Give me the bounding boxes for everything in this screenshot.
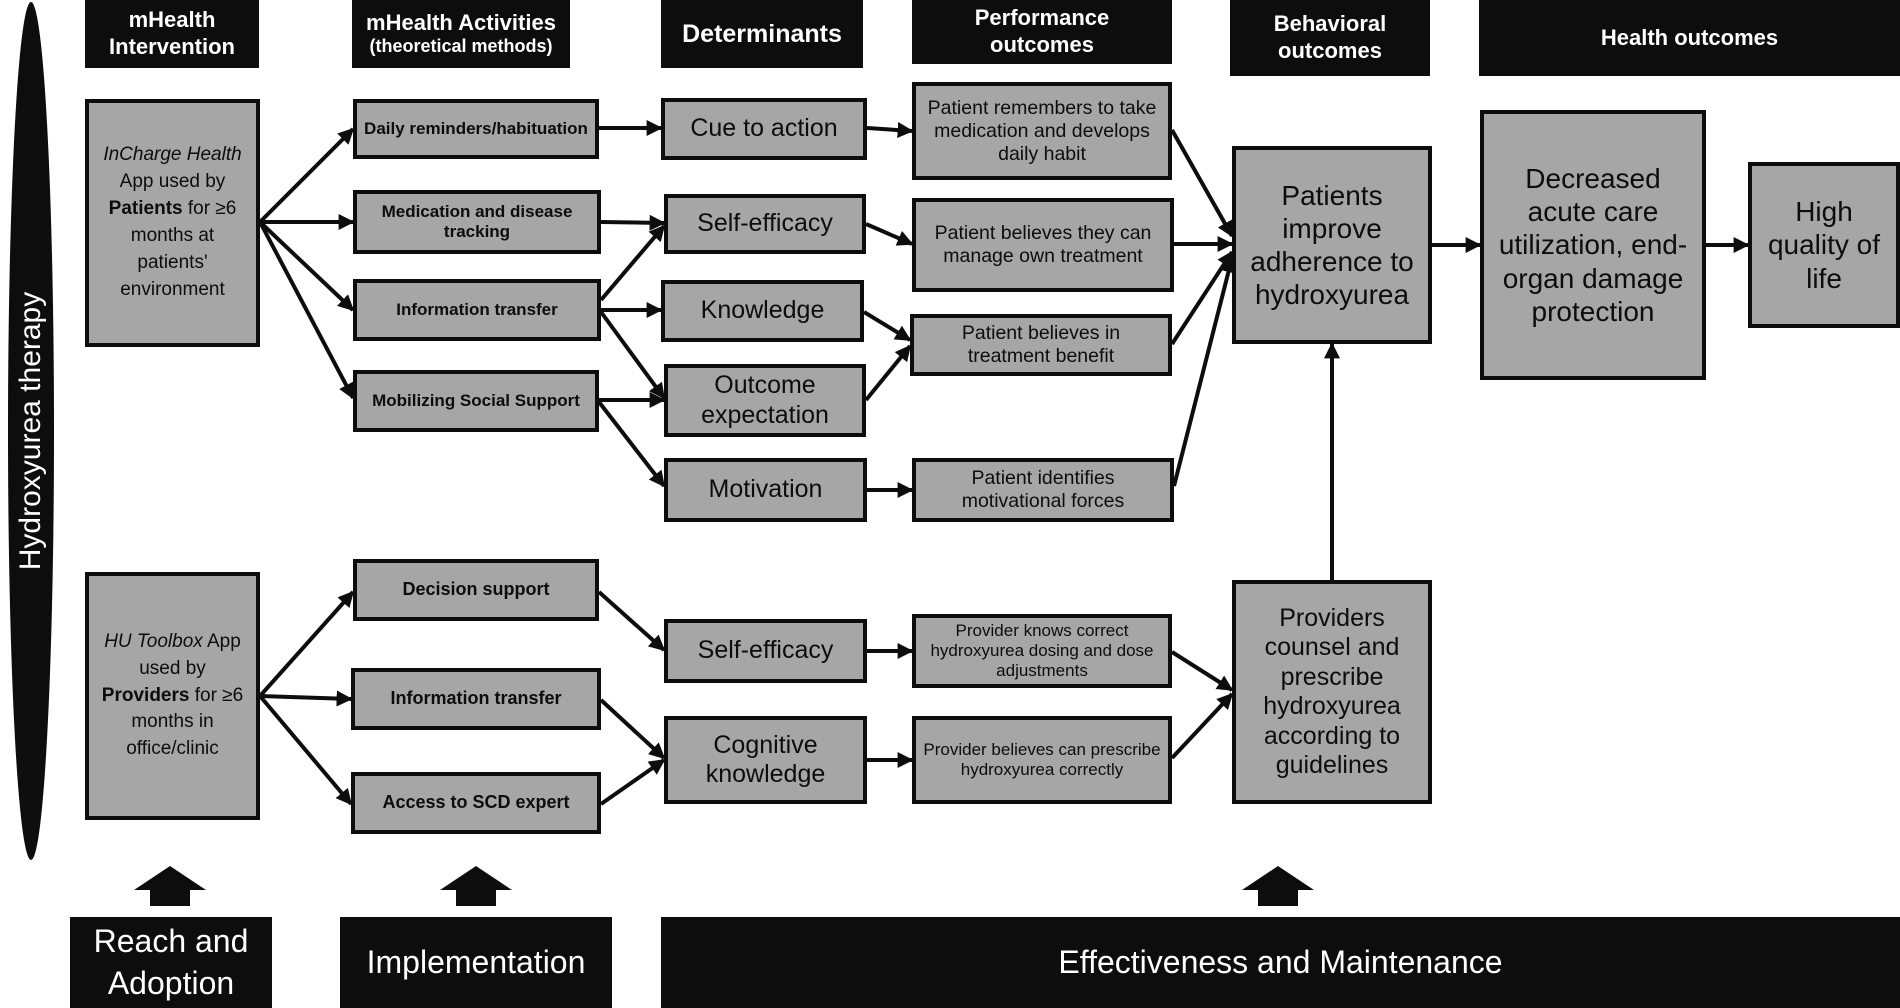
- determinant-cue-to-action: Cue to action: [661, 98, 867, 160]
- intervention-providers-text-a: App used by: [139, 630, 241, 679]
- performance-provider-prescribe: Provider believes can prescribe hydroxyu…: [912, 716, 1172, 804]
- behavioral-providers-prescribe: Providers counsel and prescribe hydroxyu…: [1232, 580, 1432, 804]
- connector-arrow: [599, 758, 666, 806]
- intervention-providers-text-b: for ≥6 months in office/clinic: [126, 684, 244, 760]
- hydroxyurea-therapy-ellipse: [8, 2, 54, 860]
- determinant-self-efficacy-patients: Self-efficacy: [664, 194, 866, 254]
- connector-arrow: [599, 224, 666, 302]
- connector-arrow: [258, 220, 355, 312]
- header-activities-line2: (theoretical methods): [369, 36, 553, 57]
- up-arrow-reach: [134, 866, 206, 906]
- bottom-bar-implementation: Implementation: [340, 917, 612, 1008]
- connector-arrow: [599, 698, 666, 760]
- connector-arrow: [1170, 129, 1234, 238]
- connector-arrow: [862, 310, 912, 342]
- activity-mobilizing-social-support: Mobilizing Social Support: [353, 370, 599, 432]
- connector-arrow: [600, 214, 666, 231]
- intervention-patients-text-b: for ≥6 months at patients' environment: [120, 198, 237, 300]
- performance-remembers-medication: Patient remembers to take medication and…: [912, 82, 1172, 180]
- performance-manage-own-treatment: Patient believes they can manage own tre…: [912, 198, 1174, 292]
- performance-motivational-forces: Patient identifies motivational forces: [912, 458, 1174, 522]
- connector-arrow: [258, 221, 355, 400]
- intervention-providers-box: HU Toolbox App used by Providers for ≥6 …: [85, 572, 260, 820]
- health-high-quality-of-life: High quality of life: [1748, 162, 1900, 328]
- header-mhealth-intervention: mHealth Intervention: [85, 0, 259, 68]
- intervention-patients-text-a: App used by: [119, 171, 226, 193]
- header-activities-line1: mHealth Activities: [366, 9, 556, 35]
- determinant-cognitive-knowledge: Cognitive knowledge: [664, 716, 867, 804]
- header-determinants: Determinants: [661, 0, 863, 68]
- activity-information-transfer-patients: Information transfer: [353, 279, 601, 341]
- connector-arrow: [1170, 650, 1234, 692]
- health-decreased-acute-care: Decreased acute care utilization, end-or…: [1480, 110, 1706, 380]
- connector-arrow: [258, 590, 355, 698]
- performance-provider-dosing: Provider knows correct hydroxyurea dosin…: [912, 614, 1172, 688]
- connector-arrow: [258, 127, 355, 224]
- intervention-providers-who: Providers: [101, 684, 190, 706]
- determinant-motivation: Motivation: [664, 458, 867, 522]
- determinant-outcome-expectation: Outcome expectation: [664, 364, 866, 437]
- connector-arrow: [258, 694, 353, 806]
- connector-arrow: [599, 310, 666, 400]
- connector-arrow: [1170, 692, 1234, 760]
- intervention-patients-box: InCharge Health App used by Patients for…: [85, 99, 260, 347]
- header-behavioral-line2: outcomes: [1278, 38, 1382, 63]
- connector-arrow: [865, 222, 914, 246]
- header-performance-line1: Performance: [974, 5, 1110, 31]
- bottom-bar-reach-adoption: Reach and Adoption: [70, 917, 272, 1008]
- header-mhealth-activities: mHealth Activities (theoretical methods): [352, 0, 570, 68]
- up-arrow-implementation: [440, 866, 512, 906]
- up-arrow-effectiveness: [1242, 866, 1314, 906]
- header-behavioral-line1: Behavioral: [1273, 11, 1387, 37]
- determinant-self-efficacy-providers: Self-efficacy: [664, 619, 867, 683]
- intervention-patients-app: InCharge Health: [103, 144, 242, 166]
- connector-arrow: [864, 344, 912, 402]
- intervention-patients-who: Patients: [108, 198, 183, 220]
- intervention-providers-text: HU Toolbox App used by Providers for ≥6 …: [95, 629, 250, 764]
- header-health-outcomes: Health outcomes: [1479, 0, 1900, 76]
- activity-daily-reminders: Daily reminders/habituation: [353, 99, 599, 159]
- activity-access-scd-expert: Access to SCD expert: [351, 772, 601, 834]
- header-intervention-line2: Intervention: [109, 34, 235, 59]
- bottom-bar-effectiveness-maintenance: Effectiveness and Maintenance: [661, 917, 1900, 1008]
- activity-medication-tracking: Medication and disease tracking: [353, 190, 601, 254]
- intervention-providers-app: HU Toolbox: [104, 630, 203, 652]
- activity-information-transfer-providers: Information transfer: [351, 668, 601, 730]
- performance-treatment-benefit: Patient believes in treatment benefit: [910, 314, 1172, 376]
- connector-arrow: [259, 690, 353, 707]
- connector-arrow: [597, 590, 666, 652]
- connector-arrow: [1172, 256, 1237, 487]
- header-intervention-line1: mHealth: [128, 7, 216, 33]
- behavioral-patients-adherence: Patients improve adherence to hydroxyure…: [1232, 146, 1432, 344]
- intervention-patients-text: InCharge Health App used by Patients for…: [95, 142, 250, 304]
- connector-arrow: [866, 122, 914, 139]
- header-performance-line2: outcomes: [990, 32, 1094, 57]
- header-behavioral-outcomes: Behavioral outcomes: [1230, 0, 1430, 76]
- activity-decision-support: Decision support: [353, 559, 599, 621]
- header-performance-outcomes: Performance outcomes: [912, 0, 1172, 64]
- determinant-knowledge: Knowledge: [661, 280, 864, 342]
- connector-arrow: [597, 400, 666, 488]
